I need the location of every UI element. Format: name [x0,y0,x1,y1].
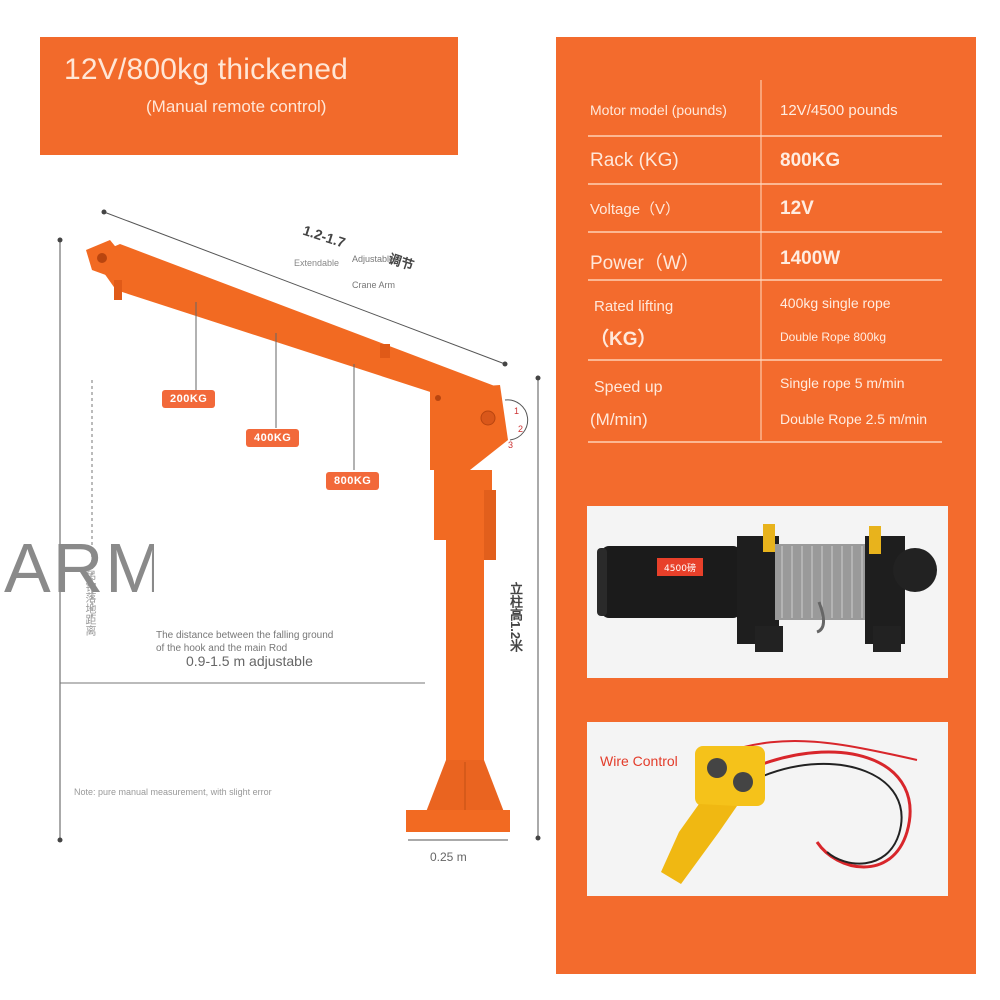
black-cable [762,762,903,865]
dim-end-dot [502,361,508,367]
spec-value-single-speed: Single rope 5 m/min [780,375,905,391]
remote-button-up [707,758,727,778]
spec-value-power: 1400W [780,248,841,269]
row-divider [588,441,942,443]
base-plate [406,810,510,832]
motor-label-text: 4500磅 [664,562,696,574]
angle-arc [504,399,529,441]
spec-value-rack: 800KG [780,150,841,171]
hook-distance-line1: The distance between the falling ground [156,630,334,641]
wire-control-label: Wire Control [600,753,678,769]
hook-distance-line2: of the hook and the main Rod [156,643,288,654]
spec-value-double-speed: Double Rope 2.5 m/min [780,411,928,427]
winch-illustration: 4500磅 [597,524,937,652]
spec-label-rack: Rack (KG) [590,150,679,171]
adjustable-label: Adjustable [352,254,395,264]
spec-label-voltage: Voltage（V） [590,201,681,218]
hook-adjust-label: 0.9-1.5 m adjustable [186,653,313,669]
motor-label-plate [657,558,703,576]
column-handle [484,490,496,560]
spec-label-motor: Motor model (pounds) [590,102,727,118]
winch-drum [775,544,875,620]
winch-photo: 4500磅 [587,506,948,678]
watermark-text: ARM [4,529,154,607]
title-banner: 12V/800kg thickened (Manual remote contr… [40,37,458,155]
load-tag-200: 200KG [162,390,216,408]
remote-handle [661,804,737,884]
extendable-label: Extendable [294,258,340,268]
spec-value-voltage: 12V [780,198,814,219]
remote-body [695,746,765,806]
spec-value-double-rope: Double Rope 800kg [780,330,887,344]
base-width-label: 0.25 m [430,850,467,864]
load-tag-800: 800KG [326,472,380,490]
spec-label-rated-lifting: Rated lifting [594,298,674,315]
spec-value-motor: 12V/4500 pounds [780,102,898,119]
angle-mark-1: 1 [514,406,520,416]
arm-head [86,240,128,278]
remote-button-down [733,772,753,792]
row-divider [588,183,942,185]
crane-arm-label: Crane Arm [352,280,396,290]
winch-hook [816,601,825,634]
hook-ground-label-cn: 吊钩落地距离 [84,570,96,636]
crane-illustration [57,209,541,843]
spec-label-power: Power（W） [590,253,700,274]
product-subtitle: (Manual remote control) [146,97,327,116]
winch-motor [601,546,741,618]
spec-value-single-rope: 400kg single rope [780,295,891,311]
crane-arm [92,244,500,412]
column-height-label: 立柱高1.2米 [508,582,523,653]
column-sleeve [434,470,492,540]
wire-control-illustration [661,739,918,884]
row-divider [588,231,942,233]
spec-label-rated-lifting-unit: （KG） [590,329,657,350]
dim-end-dot [101,209,107,215]
spec-label-speed: Speed up [594,379,663,396]
pivot-block [430,385,508,470]
wire-control-photo: Wire Control [587,722,948,896]
measurement-note: Note: pure manual measurement, with slig… [74,787,272,797]
red-cable [756,750,912,869]
arm-length-dim-line [103,211,506,365]
column [446,540,484,780]
row-divider [588,135,942,137]
load-tag-400: 400KG [246,429,300,447]
row-divider [588,359,942,361]
row-divider [588,279,942,281]
angle-mark-2: 2 [518,424,524,434]
winch-gearbox [893,548,937,592]
table-column-divider [760,80,762,440]
angle-mark-3: 3 [508,440,514,450]
product-title: 12V/800kg thickened [64,53,349,86]
spec-label-speed-unit: (M/min) [590,410,648,429]
